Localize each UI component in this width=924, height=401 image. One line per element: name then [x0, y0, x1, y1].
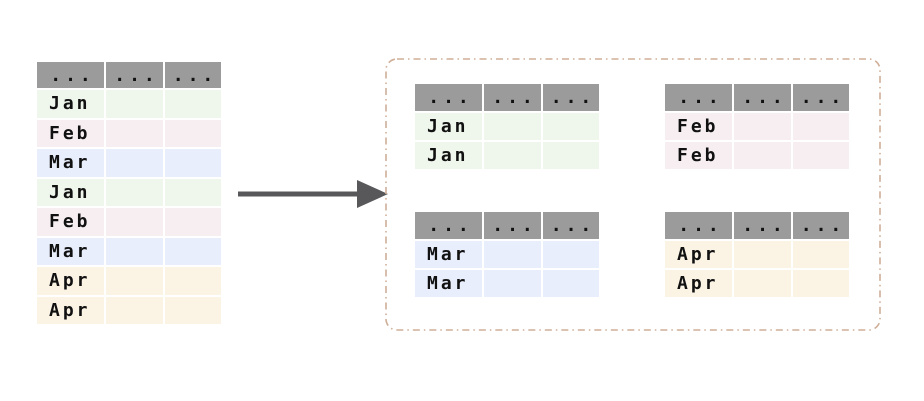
group-table-header-row: ... ... ... — [665, 212, 849, 239]
month-label-cell: Feb — [665, 142, 732, 169]
group-table-jan: ... ... ... Jan Jan — [415, 84, 599, 169]
empty-cell — [484, 270, 541, 297]
empty-cell — [165, 267, 221, 295]
empty-cell — [793, 113, 849, 140]
empty-cell — [165, 119, 221, 147]
empty-cell — [165, 149, 221, 177]
table-row: Jan — [415, 142, 599, 169]
empty-cell — [106, 119, 163, 147]
group-table-header-row: ... ... ... — [665, 84, 849, 111]
empty-cell — [543, 241, 599, 268]
header-ellipsis-cell: ... — [734, 212, 791, 239]
header-ellipsis-cell: ... — [793, 84, 849, 111]
table-row: Jan — [37, 178, 221, 206]
month-label-cell: Mar — [37, 149, 104, 177]
empty-cell — [484, 241, 541, 268]
group-table-apr: ... ... ... Apr Apr — [665, 212, 849, 297]
empty-cell — [106, 208, 163, 236]
month-label-cell: Feb — [37, 208, 104, 236]
empty-cell — [165, 237, 221, 265]
empty-cell — [106, 149, 163, 177]
group-table-header-row: ... ... ... — [415, 84, 599, 111]
table-row: Apr — [37, 296, 221, 324]
table-row: Apr — [665, 270, 849, 297]
table-row: Mar — [37, 149, 221, 177]
empty-cell — [106, 237, 163, 265]
header-ellipsis-cell: ... — [415, 84, 482, 111]
month-label-cell: Jan — [415, 142, 482, 169]
header-ellipsis-cell: ... — [543, 84, 599, 111]
header-ellipsis-cell: ... — [543, 212, 599, 239]
table-row: Mar — [415, 241, 599, 268]
source-table-header-row: ... ... ... — [37, 62, 221, 88]
month-label-cell: Mar — [37, 237, 104, 265]
month-label-cell: Jan — [37, 178, 104, 206]
table-row: Mar — [37, 237, 221, 265]
month-label-cell: Jan — [415, 113, 482, 140]
table-row: Feb — [37, 119, 221, 147]
header-ellipsis-cell: ... — [415, 212, 482, 239]
month-label-cell: Apr — [665, 270, 732, 297]
empty-cell — [734, 270, 791, 297]
arrow-right-icon — [238, 180, 388, 208]
empty-cell — [106, 178, 163, 206]
empty-cell — [484, 142, 541, 169]
empty-cell — [165, 296, 221, 324]
group-table-header-row: ... ... ... — [415, 212, 599, 239]
table-row: Feb — [37, 208, 221, 236]
empty-cell — [793, 142, 849, 169]
empty-cell — [734, 241, 791, 268]
empty-cell — [106, 267, 163, 295]
empty-cell — [484, 113, 541, 140]
table-row: Jan — [415, 113, 599, 140]
empty-cell — [165, 178, 221, 206]
header-ellipsis-cell: ... — [665, 212, 732, 239]
month-label-cell: Mar — [415, 241, 482, 268]
empty-cell — [543, 142, 599, 169]
empty-cell — [734, 142, 791, 169]
header-ellipsis-cell: ... — [165, 62, 221, 88]
header-ellipsis-cell: ... — [106, 62, 163, 88]
empty-cell — [106, 296, 163, 324]
header-ellipsis-cell: ... — [665, 84, 732, 111]
group-table-feb: ... ... ... Feb Feb — [665, 84, 849, 169]
source-table: ... ... ... Jan Feb Mar Jan Feb — [37, 62, 221, 324]
month-label-cell: Apr — [37, 267, 104, 295]
month-label-cell: Jan — [37, 90, 104, 118]
month-label-cell: Mar — [415, 270, 482, 297]
header-ellipsis-cell: ... — [37, 62, 104, 88]
empty-cell — [165, 208, 221, 236]
header-ellipsis-cell: ... — [484, 84, 541, 111]
group-table-mar: ... ... ... Mar Mar — [415, 212, 599, 297]
table-row: Mar — [415, 270, 599, 297]
empty-cell — [793, 270, 849, 297]
empty-cell — [165, 90, 221, 118]
header-ellipsis-cell: ... — [734, 84, 791, 111]
empty-cell — [734, 113, 791, 140]
empty-cell — [543, 270, 599, 297]
empty-cell — [543, 113, 599, 140]
empty-cell — [793, 241, 849, 268]
table-row: Apr — [665, 241, 849, 268]
header-ellipsis-cell: ... — [484, 212, 541, 239]
empty-cell — [106, 90, 163, 118]
table-row: Jan — [37, 90, 221, 118]
table-row: Apr — [37, 267, 221, 295]
month-label-cell: Apr — [37, 296, 104, 324]
table-row: Feb — [665, 142, 849, 169]
month-label-cell: Apr — [665, 241, 732, 268]
groups-container-border — [385, 58, 881, 331]
table-row: Feb — [665, 113, 849, 140]
month-label-cell: Feb — [665, 113, 732, 140]
month-label-cell: Feb — [37, 119, 104, 147]
header-ellipsis-cell: ... — [793, 212, 849, 239]
